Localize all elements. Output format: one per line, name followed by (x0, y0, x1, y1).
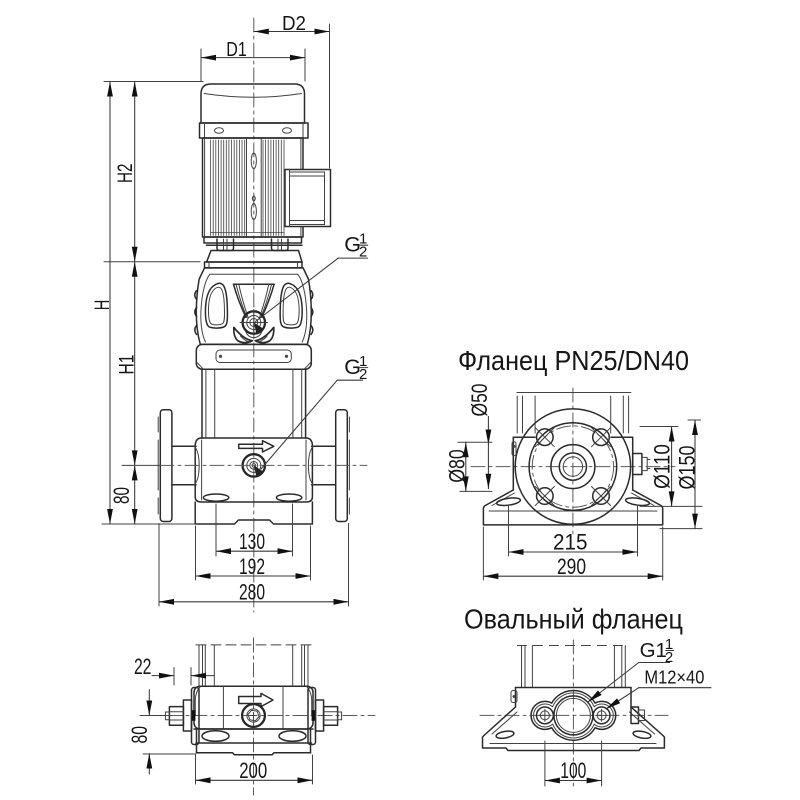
svg-text:192: 192 (239, 554, 265, 579)
svg-text:280: 280 (239, 580, 265, 605)
svg-text:G1: G1 (640, 639, 667, 662)
svg-text:2: 2 (665, 649, 673, 666)
svg-text:M12×40: M12×40 (644, 668, 704, 688)
svg-text:215: 215 (553, 530, 588, 555)
svg-text:D2: D2 (282, 13, 306, 35)
svg-text:1: 1 (359, 231, 367, 248)
svg-text:H1: H1 (115, 355, 139, 375)
svg-text:1: 1 (359, 353, 367, 370)
svg-text:22: 22 (134, 654, 152, 679)
svg-text:130: 130 (239, 529, 265, 554)
svg-text:200: 200 (239, 758, 267, 783)
svg-text:80: 80 (109, 487, 134, 504)
svg-text:Фланец PN25/DN40: Фланец PN25/DN40 (458, 345, 689, 376)
svg-text:G: G (344, 355, 361, 379)
svg-text:290: 290 (557, 554, 586, 579)
svg-text:H2: H2 (113, 164, 137, 184)
svg-text:Овальный фланец: Овальный фланец (464, 604, 683, 635)
svg-text:1: 1 (665, 636, 673, 653)
svg-text:Ø50: Ø50 (467, 384, 492, 417)
svg-text:Ø150: Ø150 (674, 446, 699, 490)
svg-text:2: 2 (359, 366, 367, 383)
svg-text:Ø110: Ø110 (650, 444, 675, 489)
svg-text:80: 80 (127, 726, 152, 744)
svg-text:Ø80: Ø80 (445, 449, 470, 483)
svg-text:2: 2 (359, 244, 367, 261)
svg-text:100: 100 (560, 758, 586, 783)
svg-text:H: H (90, 300, 114, 311)
svg-text:G: G (344, 233, 361, 257)
svg-text:D1: D1 (226, 39, 247, 61)
